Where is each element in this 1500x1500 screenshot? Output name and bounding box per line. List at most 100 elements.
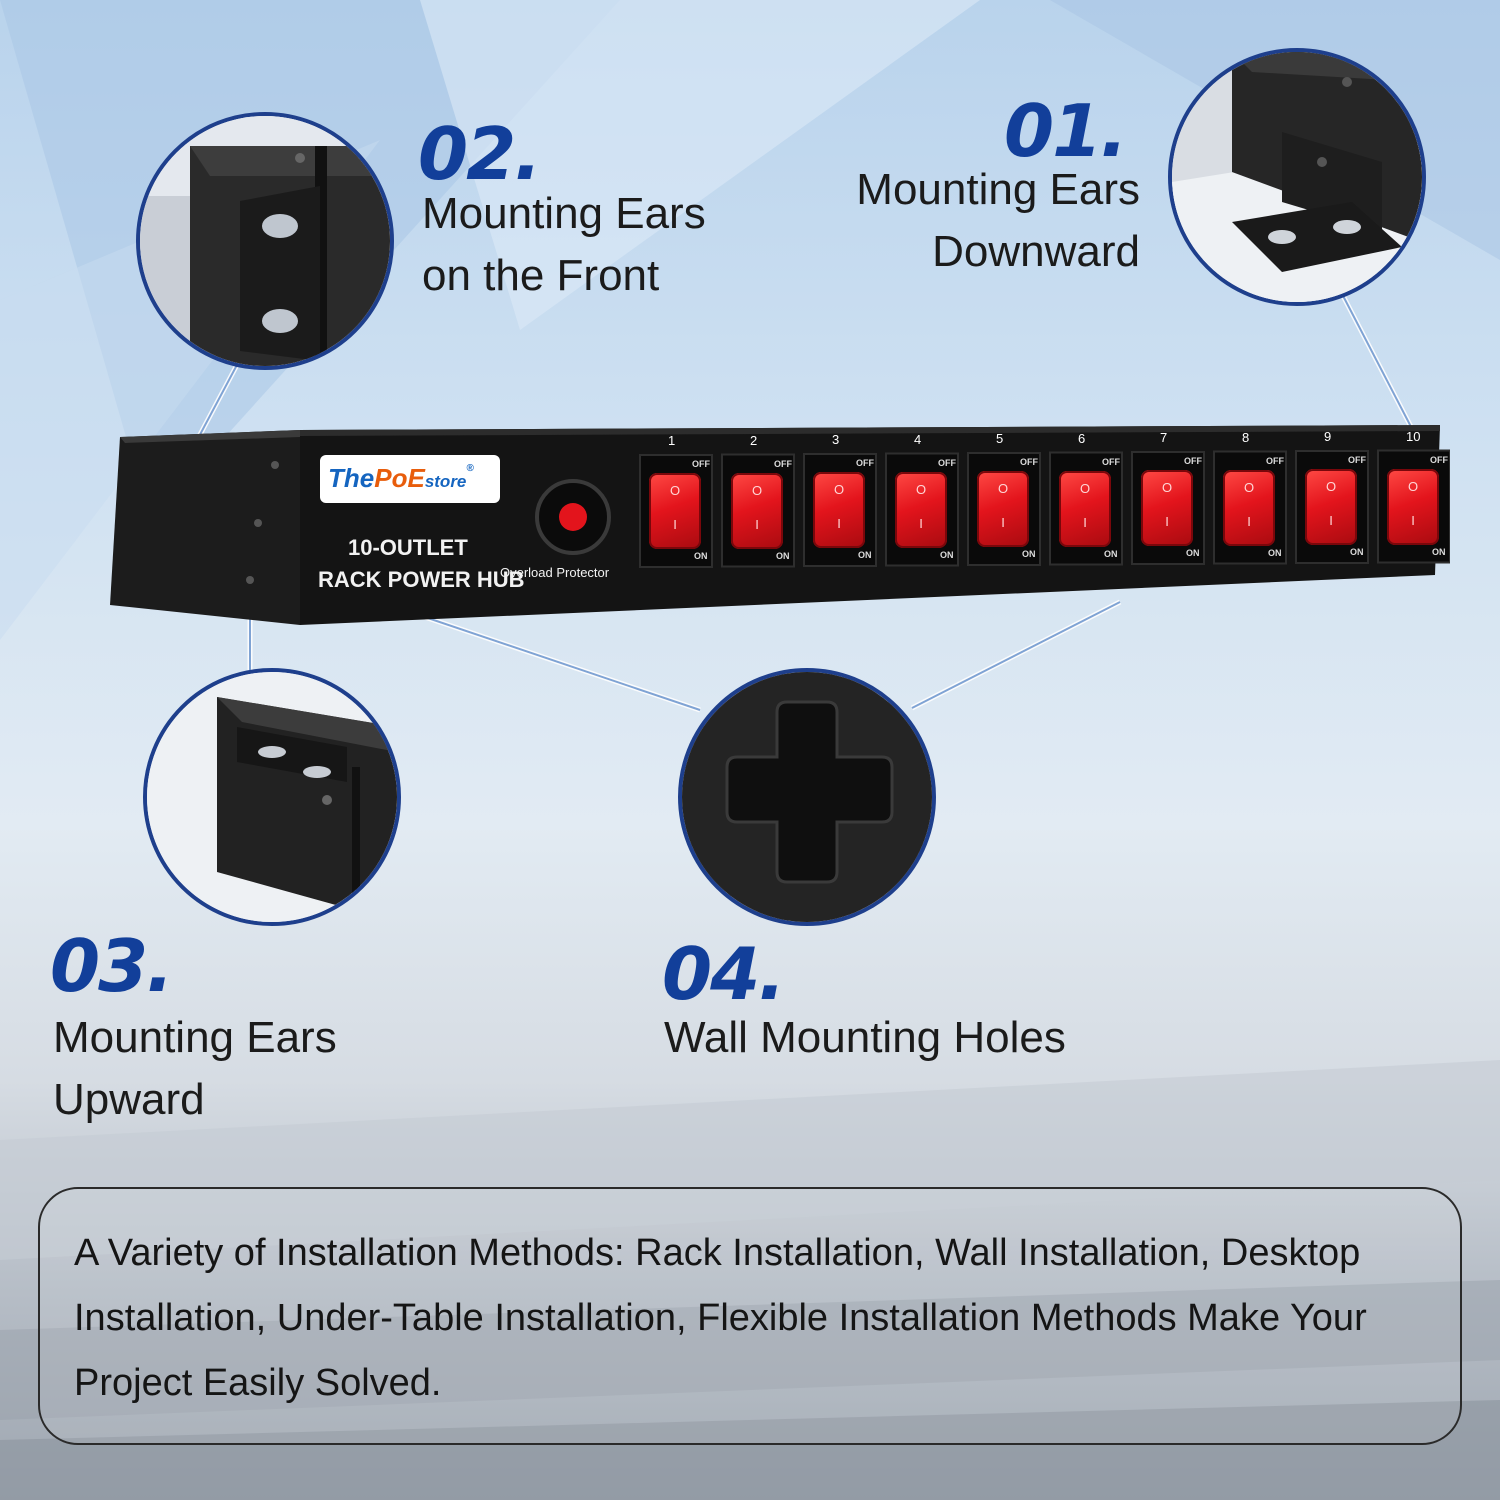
description-text: A Variety of Installation Methods: Rack …: [74, 1221, 1444, 1416]
switch-on-label-8: ON: [1268, 547, 1282, 558]
callout-02-number: 02.: [418, 112, 542, 196]
ears-downward-illustration: [1172, 52, 1422, 302]
switch-on-symbol: I: [673, 517, 677, 532]
switch-number-8: 8: [1242, 429, 1250, 445]
brand-name: ThePoEstore®: [328, 463, 498, 494]
switch-number-9: 9: [1324, 429, 1332, 444]
switch-off-label-2: OFF: [774, 458, 792, 469]
switch-on-label-9: ON: [1350, 547, 1364, 557]
wall-hole-illustration: [682, 672, 932, 922]
description-box: A Variety of Installation Methods: Rack …: [38, 1187, 1462, 1445]
detail-ears-downward: [1168, 48, 1426, 306]
callout-02-line-1: Mounting Ears: [422, 189, 706, 238]
brand-the: The: [328, 463, 375, 493]
switch-off-label-5: OFF: [1020, 457, 1038, 467]
brand-poe: PoE: [374, 463, 425, 493]
switch-on-label-5: ON: [1022, 549, 1036, 559]
switch-number-6: 6: [1078, 430, 1086, 446]
switch-off-label-4: OFF: [938, 457, 956, 468]
switch-off-label-3: OFF: [856, 458, 874, 468]
overload-protector-label: Overload Protector: [500, 565, 610, 580]
brand-logo: [320, 455, 500, 503]
device-label-top: 10-OUTLET: [348, 535, 468, 560]
callout-02-caption: Mounting Ears on the Front: [422, 183, 706, 307]
switch-off-label-1: OFF: [692, 459, 710, 469]
ears-upward-illustration: [147, 672, 397, 922]
callout-03-line-1: Mounting Ears: [53, 1013, 337, 1062]
switch-on-symbol: I: [1329, 513, 1333, 528]
switch-off-label-8: OFF: [1266, 455, 1284, 466]
switch-number-1: 1: [668, 433, 676, 448]
switch-on-symbol: I: [1247, 513, 1251, 529]
switch-number-5: 5: [996, 431, 1004, 446]
detail-ears-front: [136, 112, 394, 370]
detail-ears-upward: [143, 668, 401, 926]
callout-04-caption: Wall Mounting Holes: [664, 1007, 1066, 1069]
brand-reg: ®: [466, 463, 474, 474]
callout-04-number: 04.: [662, 932, 786, 1016]
switch-on-label-6: ON: [1104, 548, 1118, 559]
callout-01-number: 01.: [1004, 89, 1128, 173]
switch-off-label-9: OFF: [1348, 455, 1366, 465]
switch-on-symbol: I: [1083, 514, 1087, 530]
switch-on-symbol: I: [1411, 512, 1415, 528]
callout-02-line-2: on the Front: [422, 251, 660, 300]
switch-off-symbol: O: [1079, 480, 1091, 496]
power-hub-device: ThePoEstore® 10-OUTLET RACK POWER HUB Ov…: [110, 425, 1451, 630]
switch-off-symbol: O: [997, 481, 1009, 496]
switch-number-3: 3: [832, 432, 840, 447]
switch-off-label-7: OFF: [1184, 456, 1202, 466]
switch-on-label-4: ON: [940, 549, 954, 560]
switch-on-label-3: ON: [858, 550, 872, 560]
switch-off-symbol: O: [1407, 478, 1419, 494]
switch-off-label-10: OFF: [1430, 454, 1448, 465]
switch-on-symbol: I: [755, 516, 759, 532]
switch-number-2: 2: [750, 432, 758, 448]
callout-03-number: 03.: [50, 924, 174, 1008]
switch-on-label-1: ON: [694, 551, 708, 561]
callout-03-line-2: Upward: [53, 1075, 205, 1124]
switch-off-label-6: OFF: [1102, 456, 1120, 467]
switch-off-symbol: O: [915, 481, 927, 497]
switch-number-4: 4: [914, 431, 922, 447]
switch-on-symbol: I: [837, 516, 841, 531]
description-line-3: Project Easily Solved.: [74, 1362, 442, 1404]
device-label-bottom: RACK POWER HUB: [318, 567, 525, 592]
brand-store: store: [424, 472, 467, 491]
switch-number-10: 10: [1406, 428, 1421, 444]
ears-front-illustration: [140, 116, 390, 366]
switch-on-label-7: ON: [1186, 548, 1200, 558]
switch-off-symbol: O: [1243, 479, 1255, 495]
switch-off-symbol: O: [833, 482, 845, 497]
switch-on-symbol: I: [919, 515, 923, 531]
callout-04-line-1: Wall Mounting Holes: [664, 1013, 1066, 1062]
switch-off-symbol: O: [1325, 479, 1337, 494]
switch-on-label-2: ON: [776, 550, 790, 561]
switch-number-7: 7: [1160, 430, 1168, 445]
callout-01-line-1: Mounting Ears: [856, 165, 1140, 214]
callout-01-line-2: Downward: [932, 227, 1140, 276]
switch-off-symbol: O: [669, 483, 681, 498]
switch-on-symbol: I: [1001, 515, 1005, 530]
switch-on-label-10: ON: [1432, 546, 1446, 557]
switch-off-symbol: O: [751, 482, 763, 498]
callout-03-caption: Mounting Ears Upward: [53, 1007, 337, 1131]
switch-off-symbol: O: [1161, 480, 1173, 495]
description-line-1: A Variety of Installation Methods: Rack …: [74, 1232, 1361, 1274]
callout-01-caption: Mounting Ears Downward: [840, 159, 1140, 283]
description-line-2: Installation, Under-Table Installation, …: [74, 1297, 1367, 1339]
switch-on-symbol: I: [1165, 514, 1169, 529]
detail-wall-hole: [678, 668, 936, 926]
